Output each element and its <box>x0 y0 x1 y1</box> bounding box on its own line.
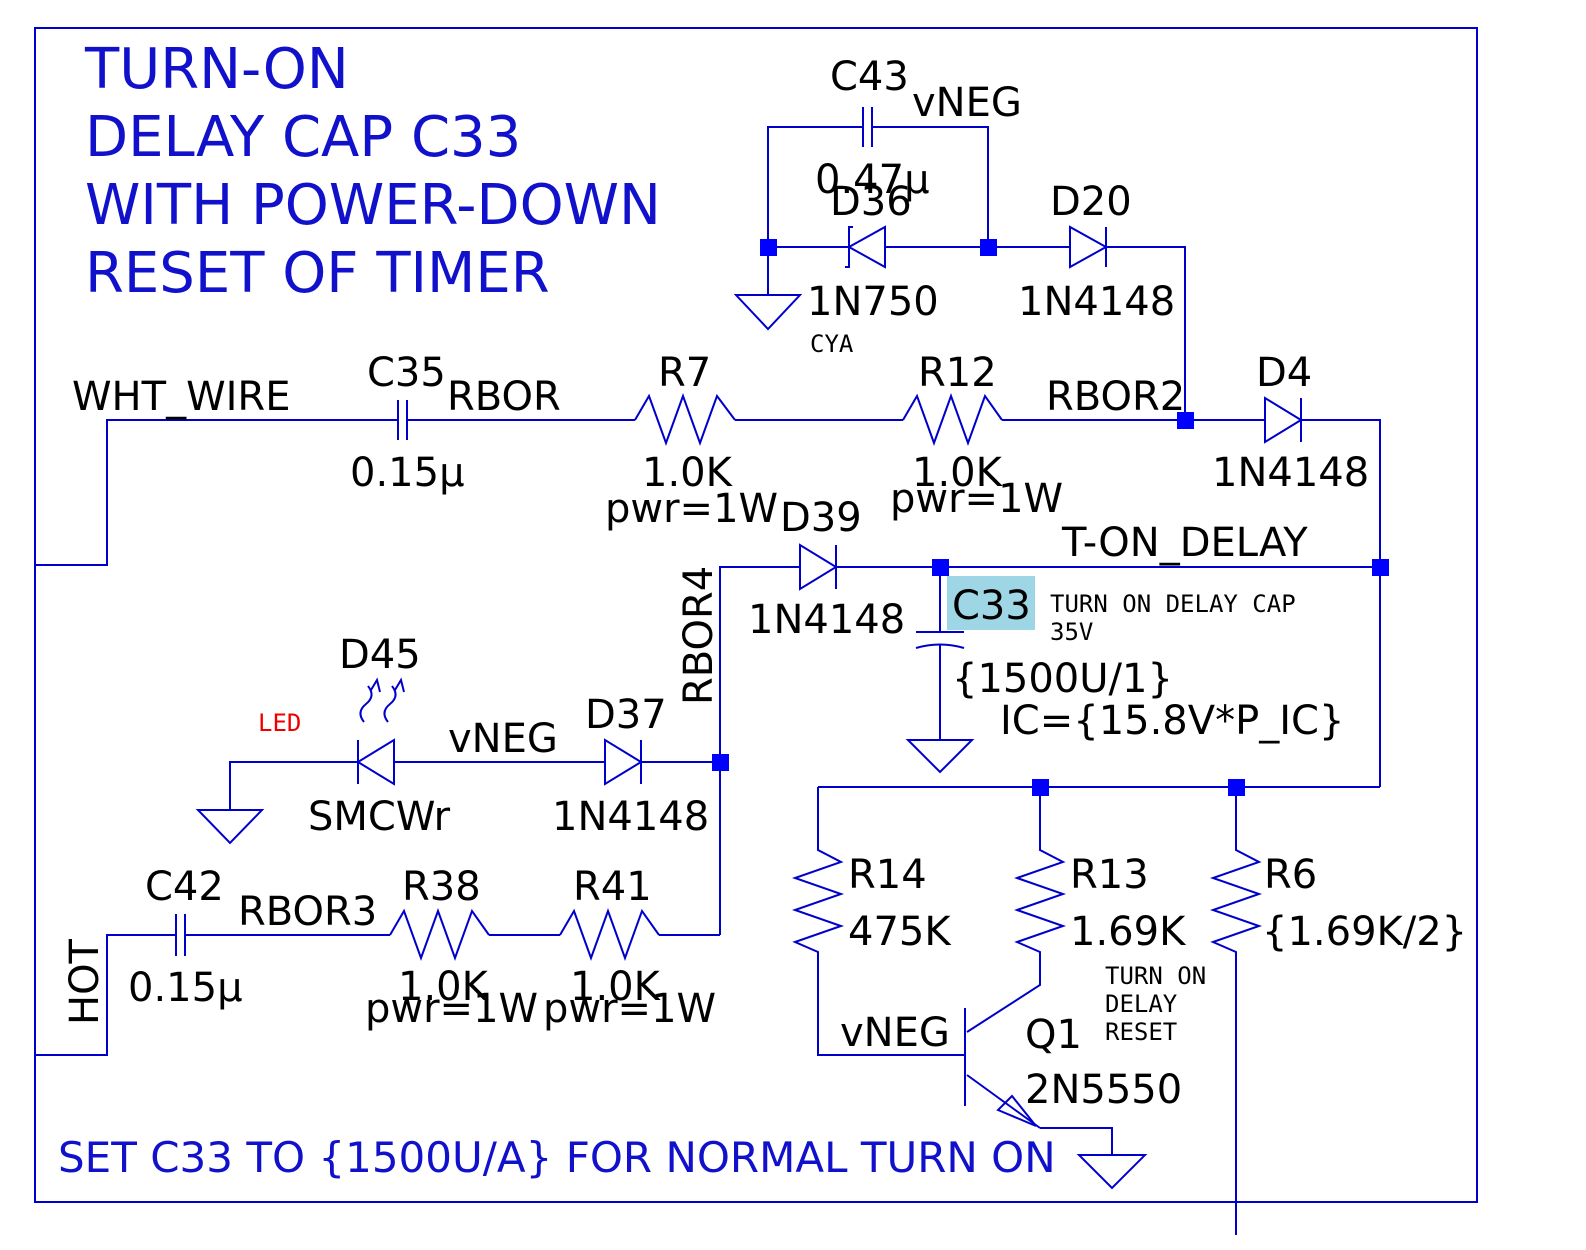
d37-ref: D37 <box>585 692 667 738</box>
q1-value: 2N5550 <box>1025 1067 1182 1113</box>
wire-hot <box>35 934 176 1056</box>
net-rbor: RBOR <box>447 374 561 420</box>
wire-wht <box>35 419 398 566</box>
r41-value: 1.0K <box>570 964 662 1010</box>
net-wht-wire: WHT_WIRE <box>72 374 290 420</box>
sheet-border <box>34 27 1478 1203</box>
q1-transistor: Q1 2N5550 TURN ON DELAY RESET <box>964 962 1206 1190</box>
junction <box>1228 779 1245 796</box>
r6-resistor: R6 {1.69K/2} <box>1209 787 1467 1235</box>
q1-note-3: RESET <box>1105 1018 1177 1046</box>
c33-note-1: TURN ON DELAY CAP <box>1050 590 1296 618</box>
r14-ref: R14 <box>848 852 927 898</box>
d39-ref: D39 <box>780 495 862 541</box>
c43-ref: C43 <box>830 54 909 100</box>
d20-value: 1N4148 <box>1018 279 1175 325</box>
r7-value: 1.0K <box>642 450 734 496</box>
c33-ref: C33 <box>952 583 1031 629</box>
c42-ref: C42 <box>145 864 224 910</box>
net-rbor2: RBOR2 <box>1046 374 1185 420</box>
c42-value: 0.15µ <box>128 965 243 1011</box>
c43-value: 0.47µ <box>815 157 930 203</box>
net-rbor3: RBOR3 <box>238 889 377 935</box>
footer-note: SET C33 TO {1500U/A} FOR NORMAL TURN ON <box>58 1133 1056 1182</box>
r38-resistor: R38 1.0K pwr=1W <box>365 864 538 1032</box>
d36-zener: D36 1N750 CYA <box>768 179 988 358</box>
c35-value: 0.15µ <box>350 450 465 496</box>
d4-diode: D4 1N4148 <box>1212 350 1381 787</box>
junction <box>980 239 997 256</box>
title-line-2: DELAY CAP C33 <box>85 105 521 170</box>
r12-pwr: pwr=1W <box>890 476 1063 522</box>
net-vneg-q1: vNEG <box>840 1010 950 1056</box>
net-vneg-led: vNEG <box>448 716 558 762</box>
d37-value: 1N4148 <box>552 794 709 840</box>
title-line-3: WITH POWER-DOWN <box>85 173 661 238</box>
r41-pwr: pwr=1W <box>543 986 716 1032</box>
c35-capacitor: C35 0.15µ <box>350 350 465 496</box>
wire-rbor4 <box>719 566 800 935</box>
c35-ref: C35 <box>367 350 446 396</box>
c42-capacitor: C42 0.15µ <box>128 864 243 1011</box>
d45-ref: D45 <box>339 632 421 678</box>
ground-led <box>195 761 358 845</box>
d39-diode: D39 1N4148 <box>748 495 1380 643</box>
d4-value: 1N4148 <box>1212 450 1369 496</box>
d45-note: LED <box>258 709 301 737</box>
net-rbor4: RBOR4 <box>676 566 722 705</box>
r6-ref: R6 <box>1264 852 1317 898</box>
r38-pwr: pwr=1W <box>365 986 538 1032</box>
title-line-1: TURN-ON <box>84 37 349 102</box>
c33-note-2: 35V <box>1050 618 1093 646</box>
r12-value: 1.0K <box>912 450 1004 496</box>
net-hot: HOT <box>62 938 108 1025</box>
junction <box>1177 412 1194 429</box>
d36-ref: D36 <box>830 179 912 225</box>
r38-ref: R38 <box>402 864 481 910</box>
c33-highlight <box>947 576 1035 630</box>
junction <box>712 754 729 771</box>
d20-diode: D20 1N4148 <box>988 179 1186 420</box>
junction <box>1372 559 1389 576</box>
r41-ref: R41 <box>573 864 652 910</box>
junction <box>932 559 949 576</box>
d36-value: 1N750 <box>807 279 939 325</box>
r38-value: 1.0K <box>398 964 490 1010</box>
d4-ref: D4 <box>1256 350 1312 396</box>
r12-resistor: R12 1.0K pwr=1W <box>890 350 1063 522</box>
net-t-on-delay: T-ON_DELAY <box>1061 520 1308 566</box>
q1-note-1: TURN ON <box>1105 962 1206 990</box>
d45-led: D45 SMCWr <box>308 632 451 840</box>
d45-value: SMCWr <box>308 794 451 840</box>
r7-pwr: pwr=1W <box>605 486 778 532</box>
d20-ref: D20 <box>1050 179 1132 225</box>
c43-capacitor: C43 0.47µ <box>767 54 989 247</box>
d39-value: 1N4148 <box>748 597 905 643</box>
c33-capacitor: C33 TURN ON DELAY CAP 35V {1500U/1} IC={… <box>905 567 1344 774</box>
ground-top <box>733 247 803 331</box>
r12-ref: R12 <box>918 350 997 396</box>
r13-resistor: R13 1.69K <box>966 787 1187 1033</box>
r7-ref: R7 <box>658 350 711 396</box>
title-line-4: RESET OF TIMER <box>85 241 550 306</box>
q1-ref: Q1 <box>1025 1012 1082 1058</box>
r6-value: {1.69K/2} <box>1262 909 1467 955</box>
net-vneg-top: vNEG <box>912 80 1022 126</box>
r7-resistor: R7 1.0K pwr=1W <box>605 350 778 532</box>
junction <box>760 239 777 256</box>
r14-resistor: R14 475K <box>791 787 965 1056</box>
junction <box>1032 779 1049 796</box>
d36-note: CYA <box>810 330 854 358</box>
c33-value: {1500U/1} <box>952 656 1173 702</box>
r13-value: 1.69K <box>1070 909 1187 955</box>
r41-resistor: R41 1.0K pwr=1W <box>543 864 716 1032</box>
c33-ic: IC={15.8V*P_IC} <box>1000 698 1344 744</box>
q1-note-2: DELAY <box>1105 990 1178 1018</box>
d37-diode: D37 1N4148 <box>552 692 720 840</box>
r13-ref: R13 <box>1070 852 1149 898</box>
r14-value: 475K <box>848 909 952 955</box>
